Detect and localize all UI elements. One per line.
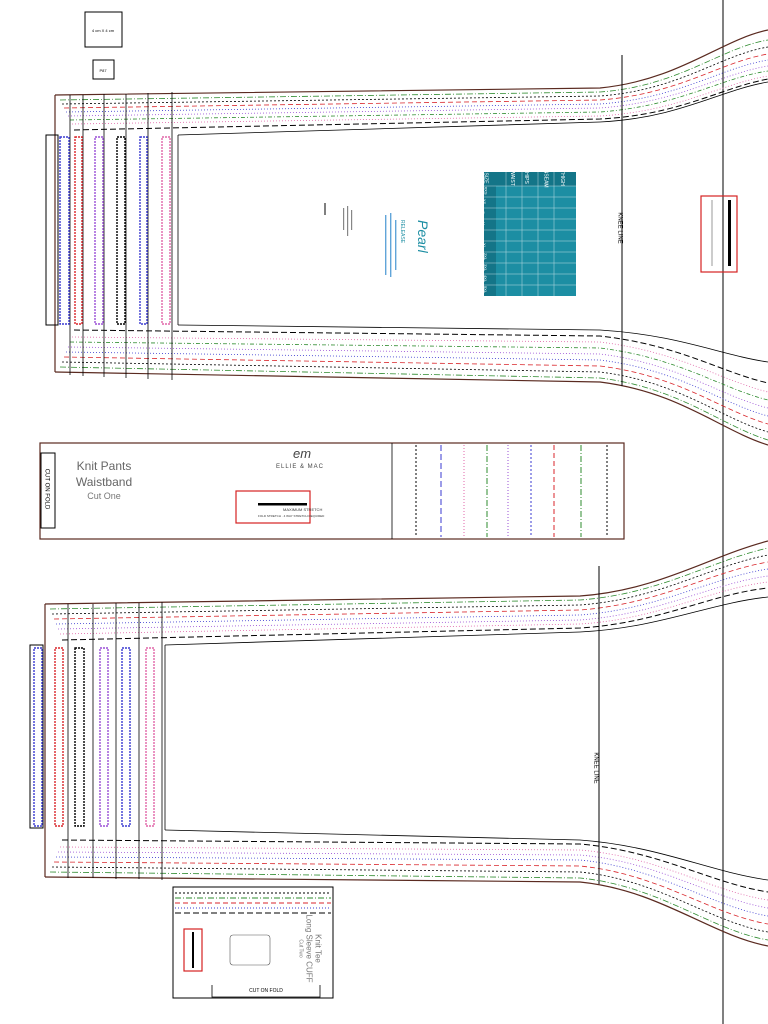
waistband-title-block: Knit Pants Waistband Cut One [62,458,146,502]
tee-cuff-piece [172,886,334,999]
size-chart-row-label: 2XL [483,252,489,261]
ellie-mac-logo-mark: em [293,446,311,461]
waistband-cut-on-fold: CUT ON FOLD [43,468,50,510]
designer-note [343,206,353,236]
waistband-title-line2: Waistband [75,475,133,489]
scale-square [84,11,123,48]
stretch-guide-label: MAXIMUM STRETCH [283,507,322,512]
cuff-cut-on-fold: CUT ON FOLD [249,988,283,994]
size-chart-row-label: L [480,233,486,236]
size-chart-row-label: 3XL [483,263,489,272]
cuff-title-line1: Knit Tee [313,934,323,963]
size-chart-row-label: XS [482,198,488,205]
stretch-guide-box-waistband [235,490,311,524]
size-chart [484,172,576,296]
instruction-text-block [385,213,397,277]
waistband-cut-instruction: Cut One [87,491,121,501]
stretch-guide-note: FOLD STRETCH · 4 WAY STRETCH REQUIRED [258,514,325,518]
size-chart-header-waist: WAIST [508,170,515,186]
stretch-guide-bar [728,200,731,266]
size-chart-caption: RELEASE [399,220,405,244]
page-marker-box [92,59,115,80]
cuff-title-block: Knit Tee Long Sleeve CUFF Cut Two [296,904,323,994]
page-marker-label: P87 [99,68,107,73]
cuff-title-line2: Long Sleeve CUFF [304,914,314,983]
size-chart-brand: Pearl [415,220,431,254]
pants-leg-top-piece [45,29,768,446]
knee-line-label-bottom: KNEE LINE [592,752,599,784]
cuff-cut-instruction: Cut Two [297,939,304,958]
cut-on-fold-box [40,452,56,529]
size-chart-row-label: M [481,221,487,226]
size-chart-row-label: XXS [483,186,489,195]
knee-line-label-top: KNEE LINE [616,212,623,244]
scale-square-label: 4 cm X 4 cm [92,28,115,33]
size-chart-header-thigh: THIGH [558,170,565,186]
size-chart-row-label: S [480,211,486,214]
size-chart-row-label: 4XL [483,274,489,283]
stretch-guide-box-top [700,195,738,273]
stretch-guide-box-cuff [183,928,203,972]
ellie-mac-logo-text: ELLIE & MAC [276,464,324,470]
size-chart-header-hips: HIPS [522,172,529,184]
size-chart-row-label: XL [481,243,487,248]
size-chart-row-label: 6XL [483,296,489,305]
size-chart-header-inseam: INSEAM [542,168,549,188]
pants-leg-bottom-piece [29,540,768,947]
waistband-piece [39,442,625,540]
waistband-title-line1: Knit Pants [76,459,132,473]
size-chart-header-size: SIZE [482,172,489,184]
size-chart-row-label: 5XL [483,285,489,294]
